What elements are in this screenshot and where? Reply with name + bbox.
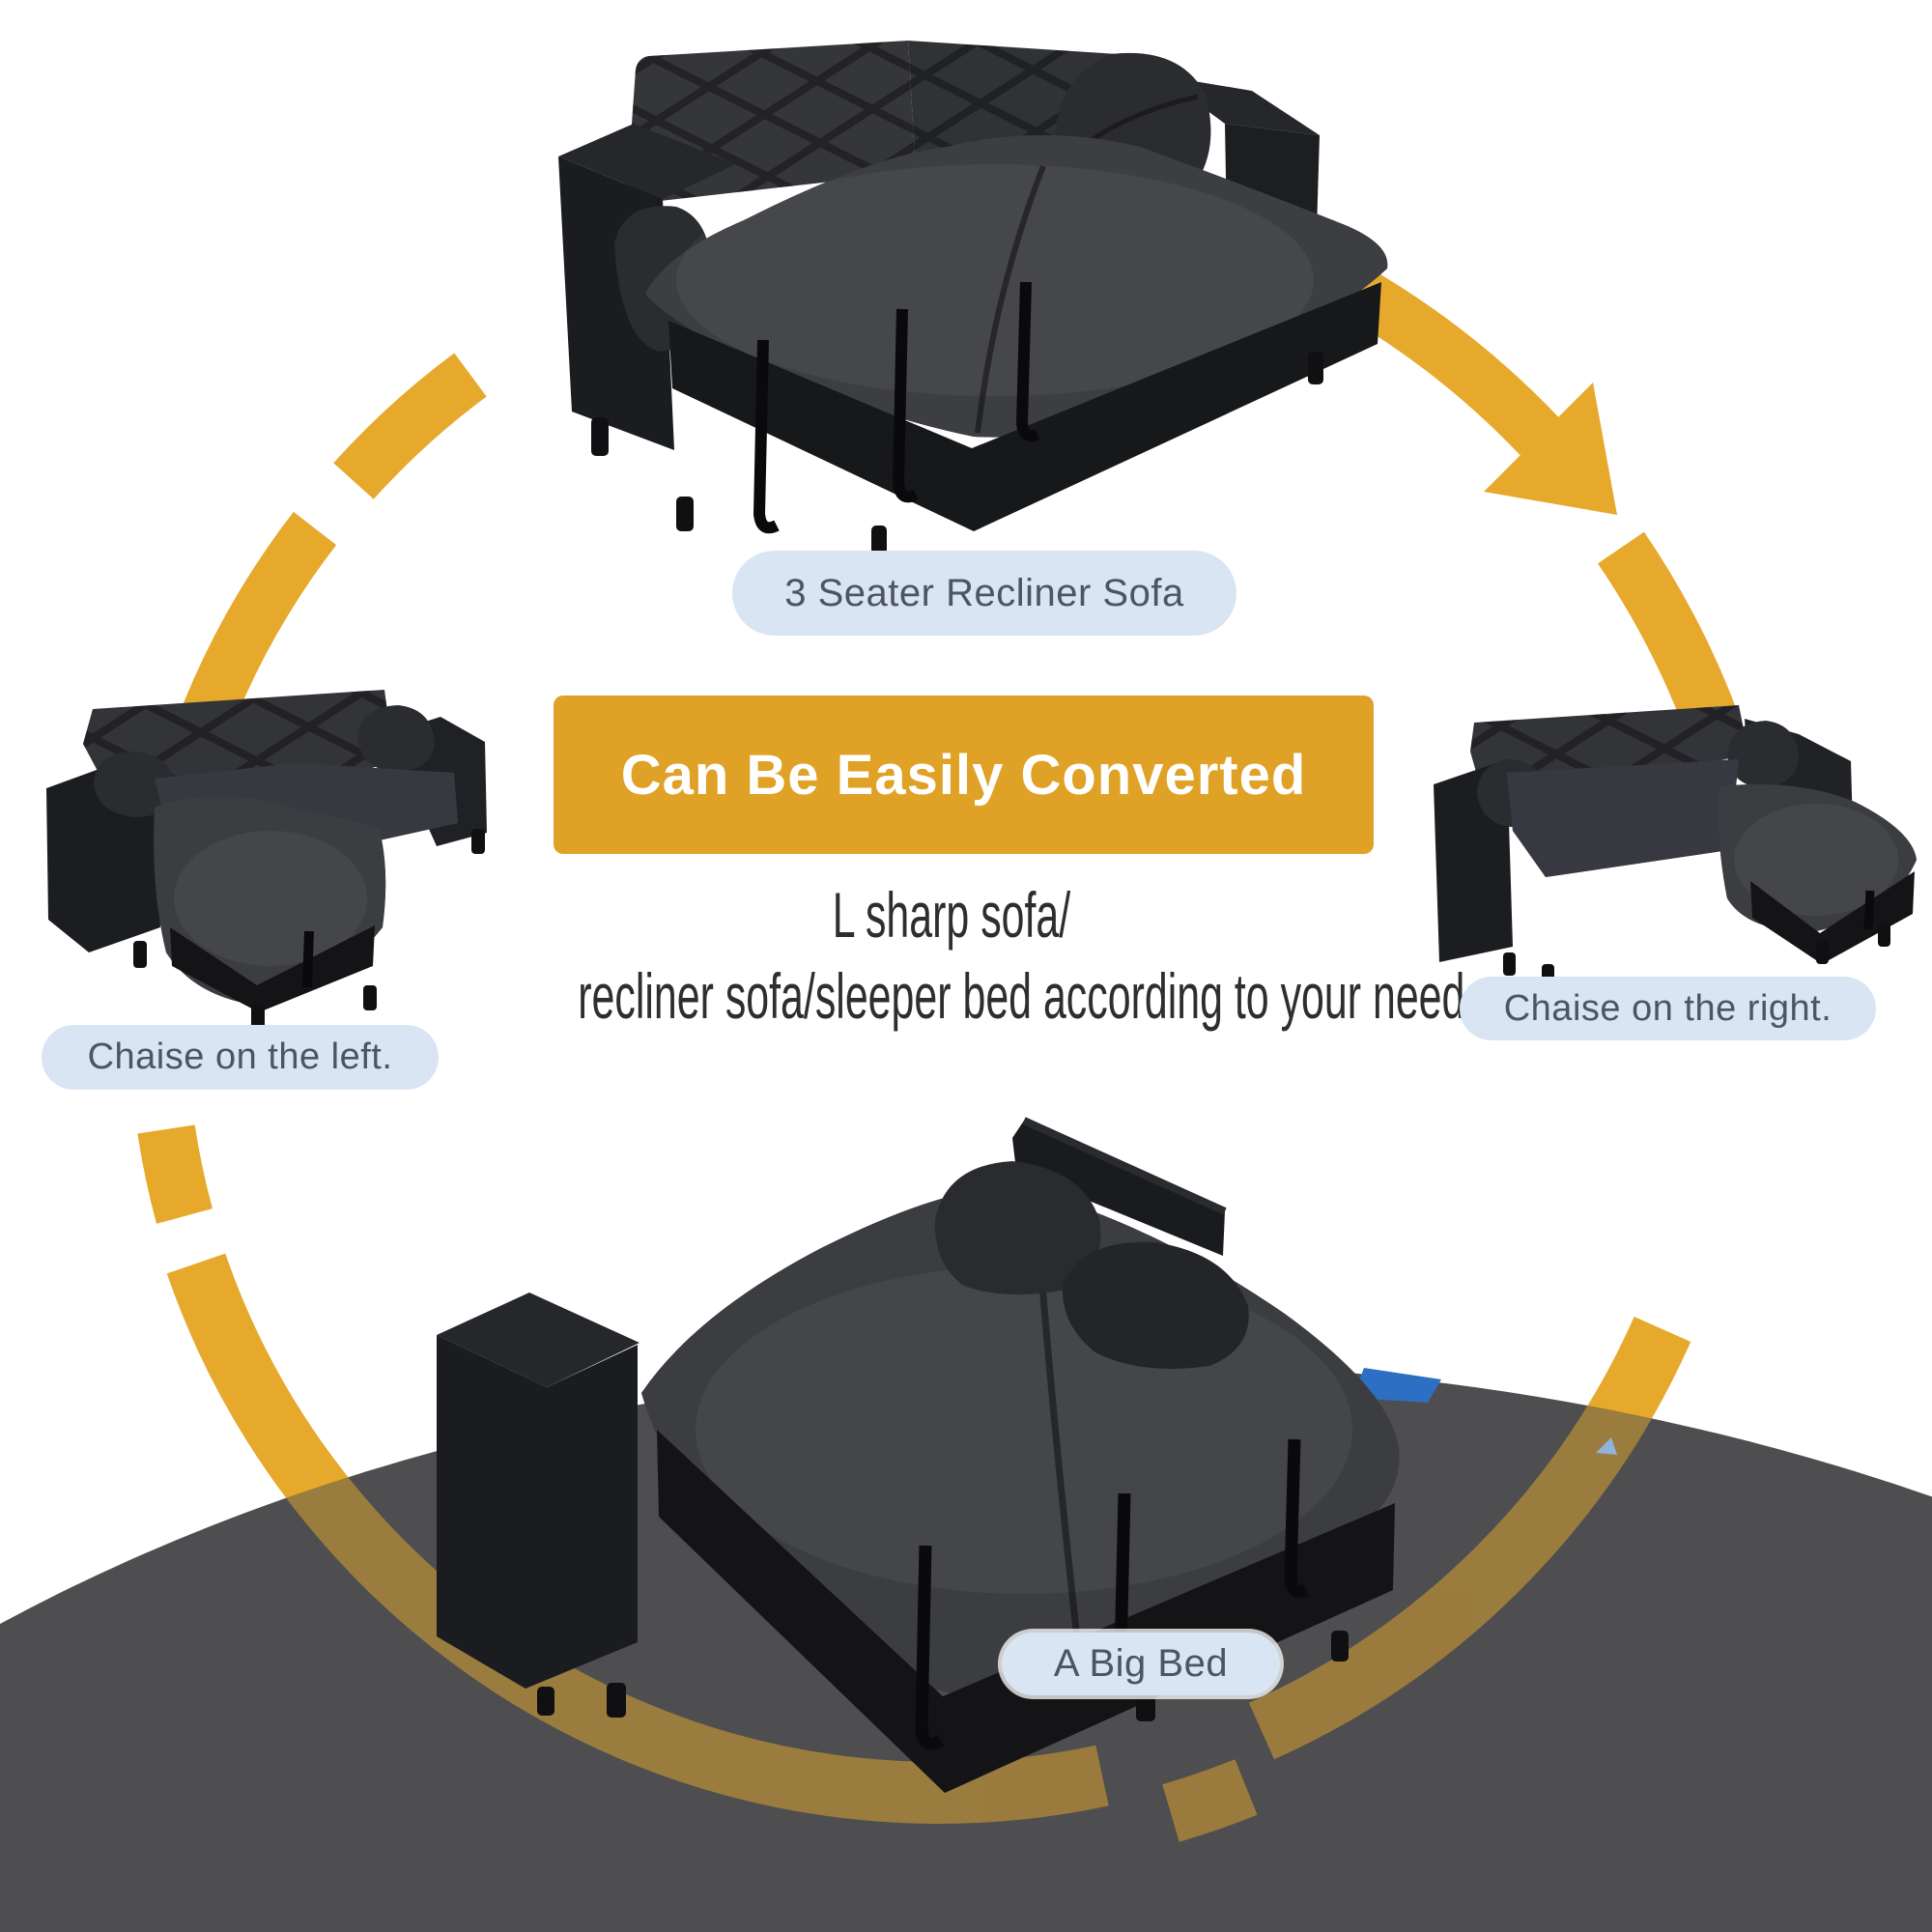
blue-accent-sliver — [1352, 1368, 1441, 1403]
caption-line-2: recliner sofa/sleeper bed according to y… — [578, 960, 1497, 1032]
label-3-seater-recliner-sofa: 3 Seater Recliner Sofa — [732, 551, 1236, 636]
label-text: 3 Seater Recliner Sofa — [784, 571, 1184, 614]
label-text: Chaise on the right. — [1503, 987, 1833, 1029]
sofa-chaise-left-image — [46, 690, 487, 1030]
cycle-arc-segment — [1339, 266, 1560, 456]
label-chaise-on-right: Chaise on the right. — [1460, 977, 1876, 1040]
sofa-recliner-image — [558, 41, 1388, 554]
blue-accent-notch — [1596, 1437, 1617, 1455]
cycle-arrow-icon — [1484, 383, 1617, 515]
sofa-big-bed-image — [437, 1117, 1400, 1793]
cycle-arc-segment — [137, 1124, 213, 1224]
headline-banner: Can Be Easily Converted — [554, 696, 1374, 854]
cycle-arc-segment — [333, 353, 487, 499]
label-chaise-on-left: Chaise on the left. — [42, 1025, 439, 1090]
label-text: Chaise on the left. — [87, 1037, 393, 1077]
headline-text: Can Be Easily Converted — [620, 743, 1307, 807]
label-a-big-bed: A Big Bed — [1002, 1633, 1280, 1695]
caption-line-1: L sharp sofa/ — [832, 879, 1071, 951]
label-text: A Big Bed — [1053, 1642, 1229, 1685]
cycle-arc-segment — [184, 511, 337, 724]
description-caption: L sharp sofa/ recliner sofa/sleeper bed … — [578, 874, 1497, 1037]
sofa-chaise-right-image — [1434, 705, 1917, 987]
